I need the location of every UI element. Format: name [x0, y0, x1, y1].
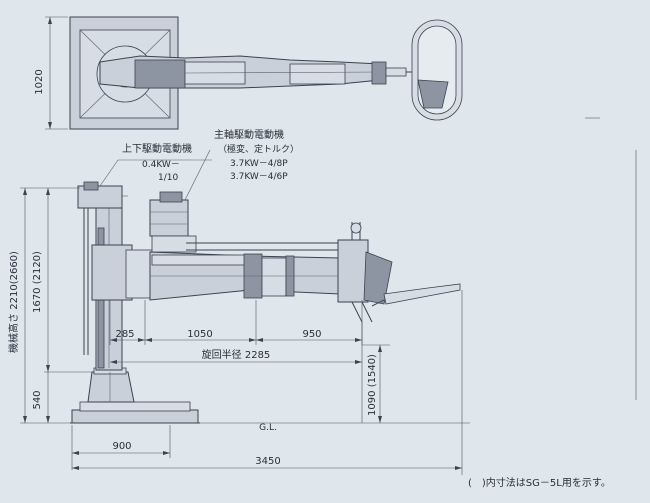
dim-base-height: 540 [32, 390, 43, 409]
label-vertical-motor-title: 上下駆動電動機 [122, 142, 192, 155]
label-spindle-motor-title: 主軸駆動電動機 [214, 128, 284, 141]
label-spindle-motor-b: 3.7KW－4/6P [230, 172, 288, 182]
label-vertical-motor-power: 0.4KW－ [142, 160, 180, 170]
dim-950: 950 [302, 329, 321, 340]
top-view: 1020 [34, 16, 600, 130]
gl-label: G.L. [259, 423, 277, 433]
dim-top-depth: 1020 [34, 69, 45, 94]
front-view: G.L. [7, 128, 611, 489]
dim-overall: 3450 [255, 456, 280, 467]
label-vertical-motor-ratio: 1/10 [158, 173, 178, 183]
dim-column-height: 1670 (2120) [32, 251, 43, 313]
dim-machine-height: 機械高さ 2210(2660) [7, 251, 20, 353]
dim-1050: 1050 [187, 329, 212, 340]
dim-base-width: 900 [112, 441, 131, 452]
dim-swing-radius: 旋回半径 2285 [202, 348, 271, 361]
label-spindle-motor-a: 3.7KW－4/8P [230, 159, 288, 169]
label-spindle-motor-note: （極変、定トルク） [218, 143, 299, 155]
footnote: ( )内寸法はSG－5L用を示す。 [468, 476, 611, 489]
dim-285: 285 [115, 329, 134, 340]
dim-arm-height: 1090 (1540) [367, 354, 378, 416]
